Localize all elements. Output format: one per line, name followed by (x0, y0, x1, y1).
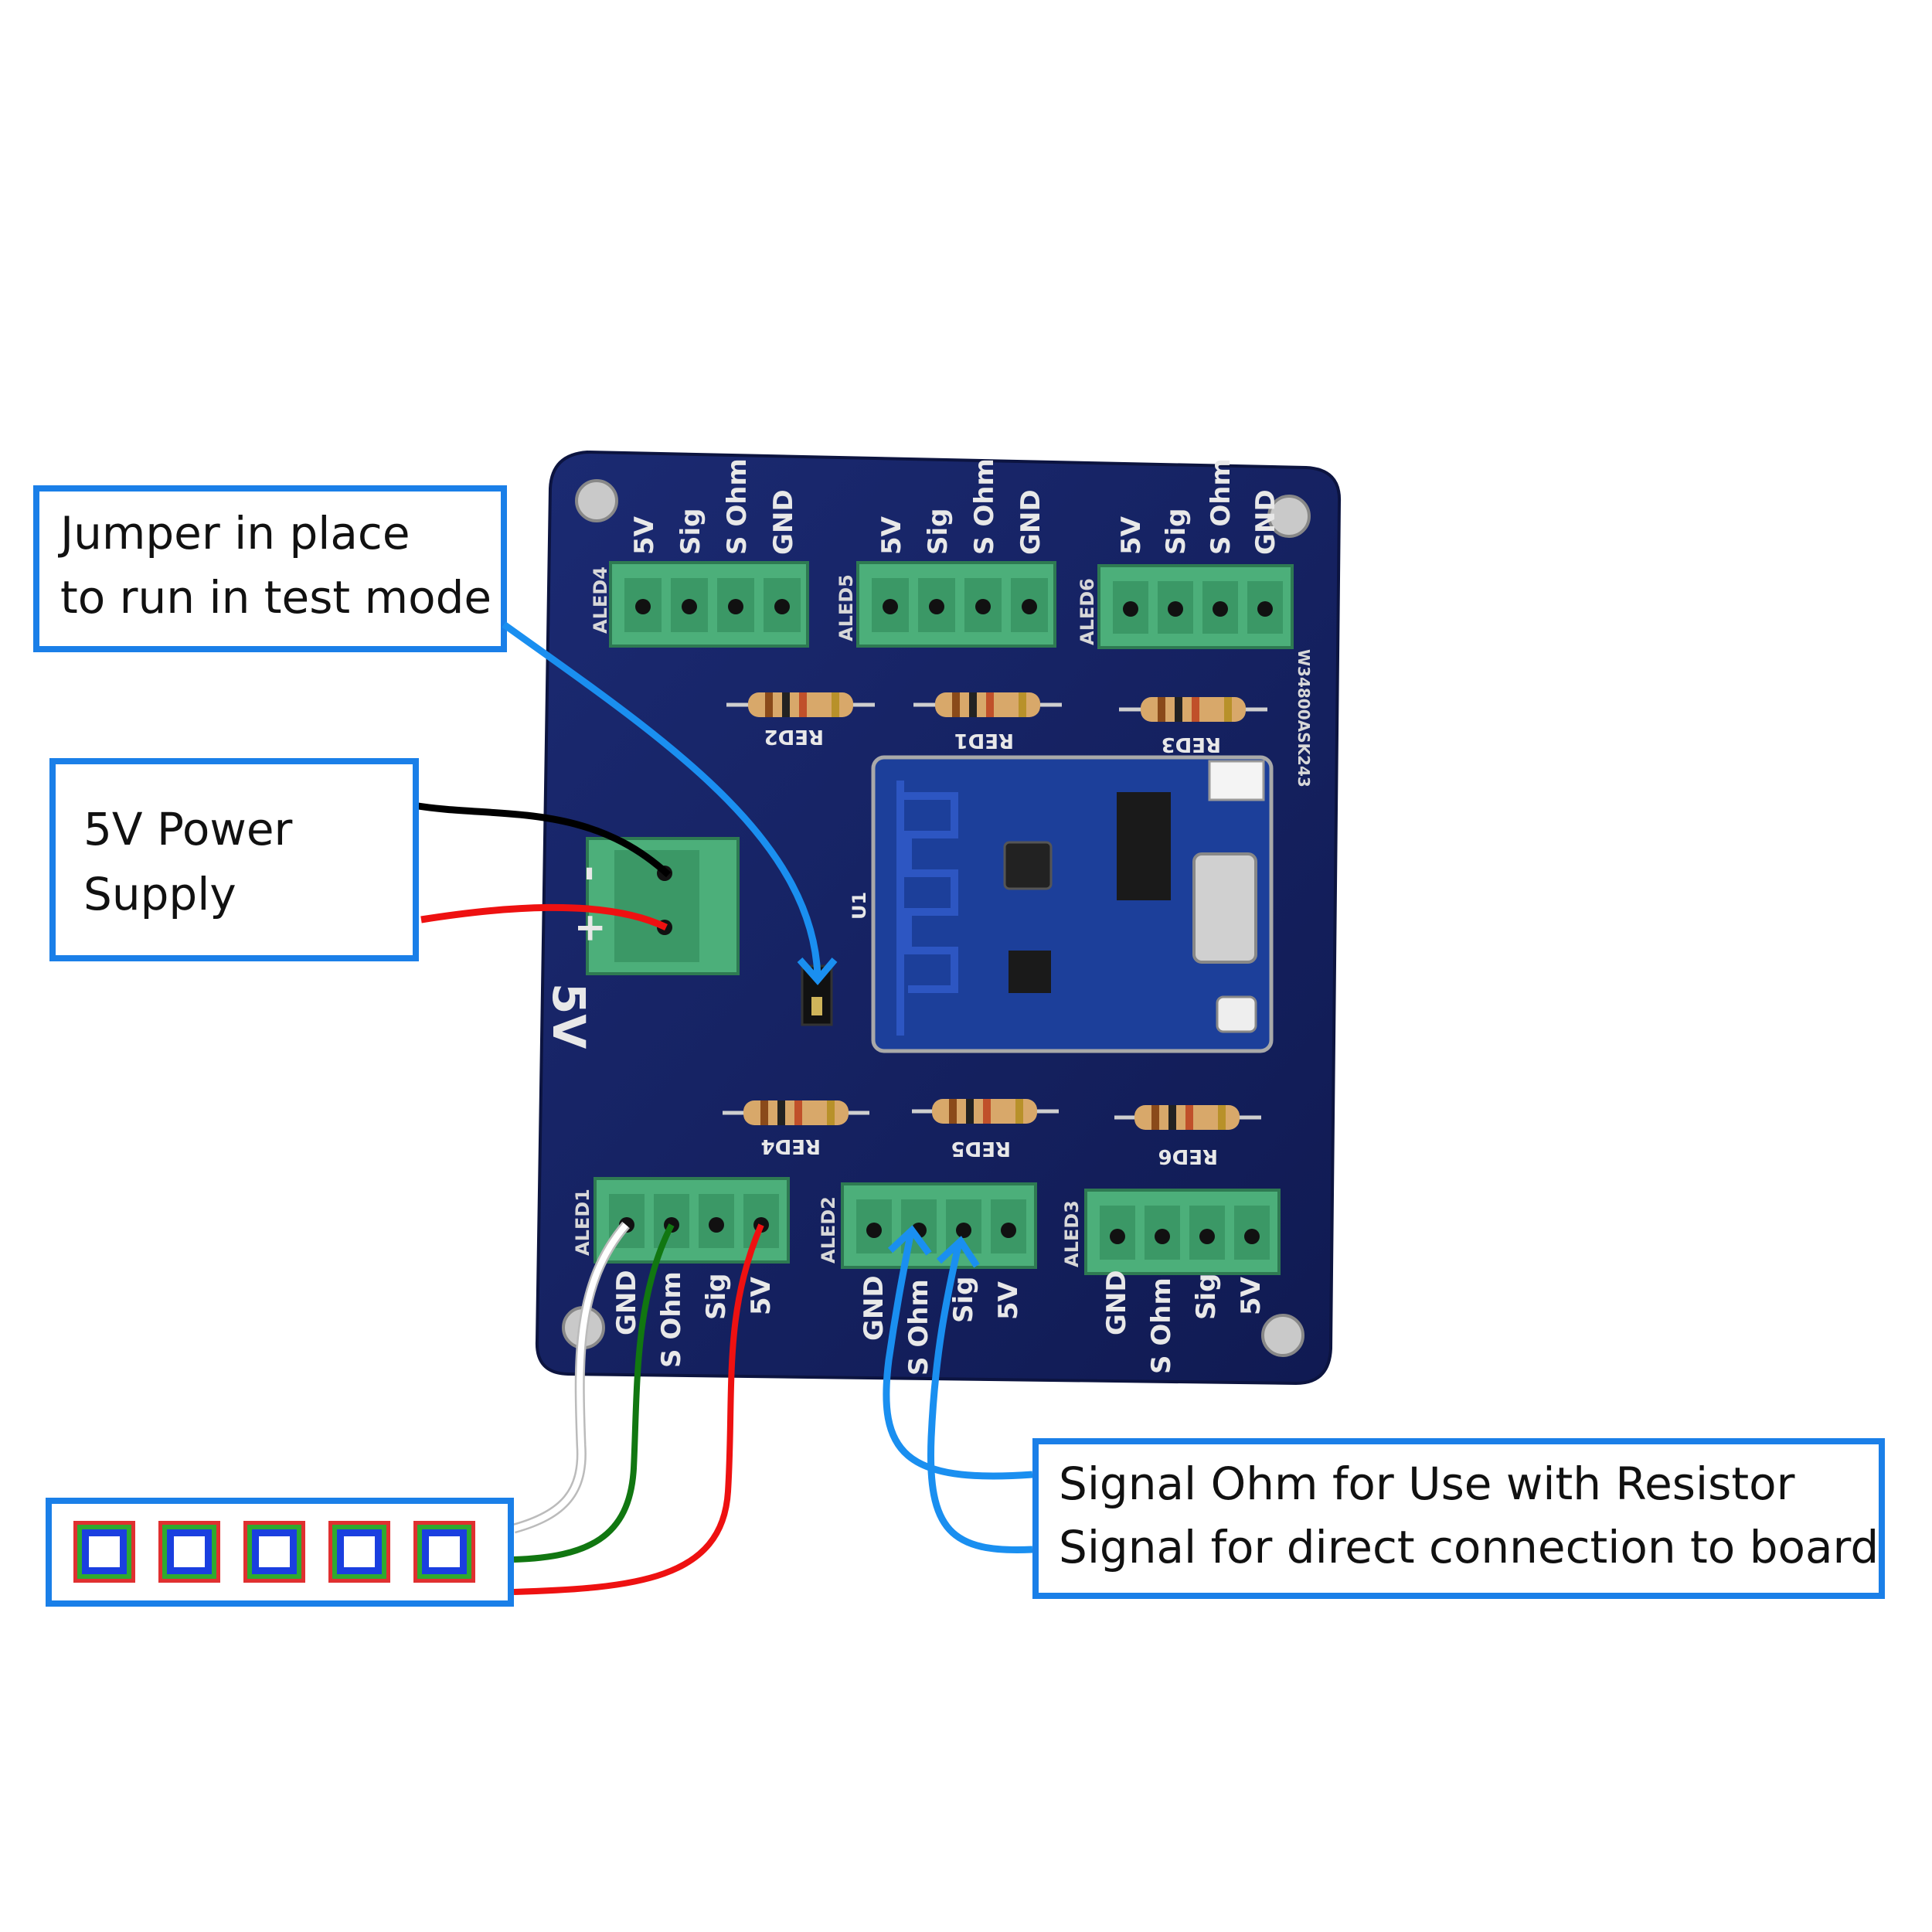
pin-label-sig: Sig (701, 1274, 732, 1320)
pin-label-5v: 5V (876, 515, 907, 555)
callout-power-line2: Supply (83, 868, 236, 920)
led-pixel (328, 1521, 390, 1583)
usb-c-port (1192, 852, 1257, 964)
led-wire-red (513, 1223, 764, 1595)
resistor-label: RED1 (954, 729, 1014, 752)
resistor-red6: RED6 (1114, 1105, 1261, 1168)
arrow-signal-ohm (883, 1225, 1033, 1480)
pin-label-5v: 5V (1116, 515, 1147, 555)
pin-label-sig: Sig (675, 509, 706, 555)
led-pixel (158, 1521, 220, 1583)
connector-name-label: ALED6 (1077, 578, 1098, 645)
power-wire-positive (420, 903, 668, 931)
microcontroller-module: U1 (849, 755, 1274, 1053)
pin-label-gnd: GND (1250, 489, 1281, 555)
resistor-label: RED2 (764, 725, 824, 748)
led-wire-white-core (512, 1223, 629, 1532)
resistor-red3: RED3 (1119, 697, 1267, 756)
pin-label-gnd: GND (859, 1275, 889, 1341)
pin-label-s-ohm: S Ohm (969, 458, 1000, 555)
resistor-red1: RED1 (913, 692, 1062, 752)
arrow-jumper (502, 621, 838, 985)
callout-jumper: Jumper in place to run in test mode (33, 485, 507, 652)
power-wire-negative (413, 801, 672, 878)
pin-label-gnd: GND (768, 489, 799, 555)
arrow-signal-direct (927, 1236, 1033, 1554)
power-5v-label: 5V (543, 983, 595, 1049)
connector-aled3: ALED3 GND S Ohm Sig 5V (1061, 1189, 1281, 1374)
resistor-label: RED5 (951, 1137, 1011, 1160)
mounting-hole-top-left (575, 479, 618, 522)
pin-label-s-ohm: S Ohm (1206, 458, 1236, 555)
power-minus-label: - (569, 866, 614, 882)
module-label: U1 (849, 892, 870, 920)
pin-label-s-ohm: S Ohm (903, 1279, 934, 1376)
resistor-label: RED4 (761, 1134, 821, 1158)
callout-signal: Signal Ohm for Use with Resistor Signal … (1032, 1438, 1885, 1599)
resistor-label: RED3 (1162, 733, 1221, 756)
resistor-red4: RED4 (723, 1100, 869, 1158)
connector-name-label: ALED4 (590, 566, 611, 634)
led-pixel (243, 1521, 305, 1583)
jst-connector (1208, 760, 1265, 801)
pin-label-s-ohm: S Ohm (722, 458, 753, 555)
reset-button (1216, 995, 1257, 1033)
connector-name-label: ALED2 (818, 1196, 839, 1264)
pin-label-s-ohm: S Ohm (1146, 1277, 1177, 1374)
resistor-label: RED6 (1158, 1145, 1218, 1168)
pin-label-s-ohm: S Ohm (656, 1271, 687, 1368)
connector-aled5: ALED5 5V Sig S Ohm GND (835, 458, 1056, 648)
power-terminal: - + 5V (543, 837, 740, 1049)
connector-aled4: ALED4 5V Sig S Ohm GND (590, 458, 809, 648)
mounting-hole-top-right (1267, 495, 1311, 538)
led-pixel (413, 1521, 475, 1583)
connector-aled6: ALED6 5V Sig S Ohm GND (1077, 458, 1294, 649)
callout-power-line1: 5V Power (83, 803, 293, 855)
pin-label-sig: Sig (1191, 1274, 1222, 1320)
callout-jumper-line2: to run in test mode (60, 571, 492, 624)
callout-power: 5V Power Supply (49, 758, 419, 961)
mounting-hole-bottom-right (1261, 1314, 1304, 1357)
resistor-red2: RED2 (726, 692, 875, 748)
led-wire-green (513, 1223, 675, 1563)
resistor-red5: RED5 (912, 1099, 1059, 1160)
callout-jumper-line1: Jumper in place (58, 507, 410, 560)
pin-label-sig: Sig (1161, 509, 1192, 555)
callout-signal-line1: Signal Ohm for Use with Resistor (1059, 1458, 1795, 1510)
connector-name-label: ALED5 (835, 574, 857, 641)
pin-label-gnd: GND (1101, 1270, 1132, 1335)
pin-label-gnd: GND (1015, 489, 1046, 555)
connector-name-label: ALED1 (572, 1189, 594, 1256)
pin-label-sig: Sig (923, 509, 954, 555)
pin-label-5v: 5V (629, 515, 660, 555)
led-strip (46, 1498, 514, 1607)
serial-code: W34800ASK243 (1294, 649, 1313, 787)
pin-label-gnd: GND (611, 1270, 642, 1335)
pin-label-5v: 5V (993, 1281, 1024, 1320)
power-plus-label: + (569, 912, 614, 944)
connector-name-label: ALED3 (1061, 1200, 1083, 1267)
led-pixel (73, 1521, 135, 1583)
pin-label-5v: 5V (746, 1276, 777, 1315)
callout-signal-line2: Signal for direct connection to board (1059, 1521, 1879, 1573)
pin-label-5v: 5V (1236, 1276, 1267, 1315)
